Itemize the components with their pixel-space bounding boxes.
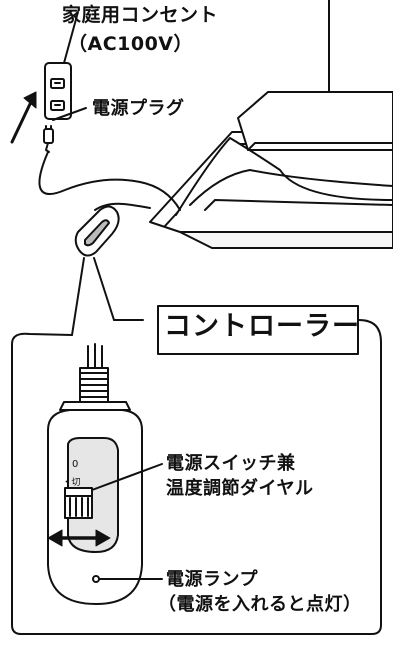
zoom-line-right <box>93 257 115 321</box>
controller-title: コントローラー <box>164 311 360 342</box>
controller-cord <box>94 202 151 211</box>
enlarged-controller <box>47 343 143 605</box>
outlet-label: 家庭用コンセント <box>62 4 219 26</box>
dial-off-mark: ・切 <box>62 478 82 488</box>
power-cord <box>38 151 181 211</box>
dial-zero-mark: 0 <box>72 459 79 470</box>
plug-label: 電源プラグ <box>92 98 185 119</box>
dial-icon <box>64 487 93 519</box>
plug-leader-line <box>52 107 87 121</box>
outlet-voltage-label: （AC100V） <box>68 33 194 55</box>
wall-outlet-icon <box>44 62 72 120</box>
enlargement-frame <box>11 319 382 635</box>
dial-direction-arrow <box>47 529 111 547</box>
lamp-label-line1: 電源ランプ <box>166 569 258 590</box>
power-lamp-icon <box>92 575 100 583</box>
switch-label-line2: 温度調節ダイヤル <box>166 478 314 499</box>
switch-leader-line <box>91 463 163 491</box>
power-plug-icon <box>43 125 54 153</box>
outlet-leader-line <box>63 11 79 64</box>
switch-label-line1: 電源スイッチ兼 <box>166 453 296 474</box>
plug-in-arrow-icon <box>10 91 37 144</box>
controller-icon <box>74 205 120 257</box>
controller-title-box <box>157 305 359 355</box>
zoom-line-left <box>71 257 85 336</box>
heated-pad-icon <box>149 91 393 249</box>
lamp-label-line2: （電源を入れると点灯） <box>158 594 362 615</box>
